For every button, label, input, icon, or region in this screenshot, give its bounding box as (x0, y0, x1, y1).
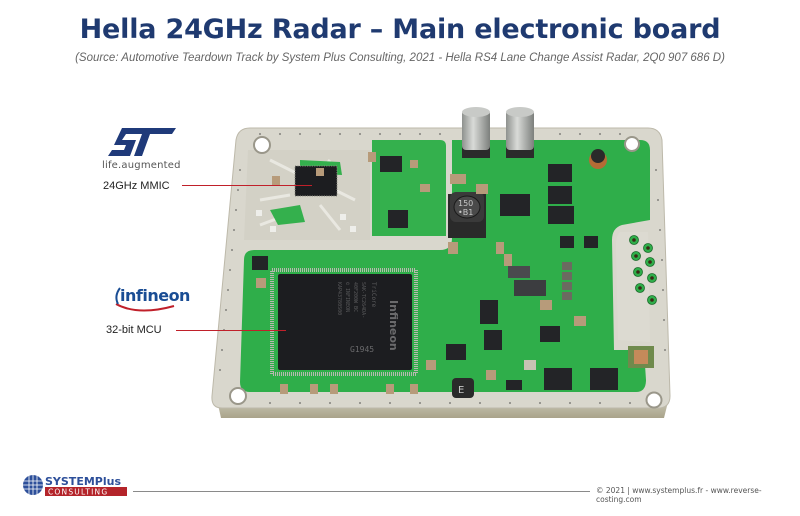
st-tagline: life.augmented (102, 160, 181, 171)
svg-text:150: 150 (458, 199, 473, 208)
svg-text:SAK-TC264DA-: SAK-TC264DA- (360, 282, 366, 318)
svg-text:E: E (458, 385, 464, 396)
passives (256, 152, 586, 394)
systemplus-logo: SYSTEMPlus CONSULTING (23, 475, 127, 497)
mcu-callout-line (176, 330, 286, 331)
svg-text:© INFINEON: © INFINEON (344, 282, 350, 312)
infineon-logo: infineon (120, 286, 190, 305)
footer-divider (133, 491, 590, 492)
svg-text:•B1: •B1 (458, 208, 473, 217)
mcu-brand-marking: Infineon (387, 300, 400, 351)
electrolytic-capacitors (462, 107, 534, 158)
svg-text:40F200W BC: 40F200W BC (352, 282, 358, 312)
small-inductor: E (452, 378, 474, 398)
svg-text:CONSULTING: CONSULTING (48, 488, 108, 497)
ics (252, 156, 618, 390)
mcu-chip: G1945 Infineon TriCore SAK-TC264DA- 40F2… (270, 268, 418, 376)
mmic-callout-line (182, 185, 312, 186)
footer-copyright: © 2021 | www.systemplus.fr - www.reverse… (596, 486, 762, 504)
mounting-holes (229, 136, 663, 409)
mcu-label: 32-bit MCU (106, 324, 162, 336)
svg-text:SYSTEMPlus: SYSTEMPlus (45, 475, 121, 488)
page-title: Hella 24GHz Radar – Main electronic boar… (79, 14, 721, 45)
edge-vias (219, 133, 666, 404)
infineon-logo-swoosh (115, 287, 175, 312)
mmic-label: 24GHz MMIC (103, 180, 170, 192)
source-subtitle: (Source: Automotive Teardown Track by Sy… (75, 52, 725, 64)
svg-text:TriCore: TriCore (370, 282, 377, 308)
mcu-date-code: G1945 (350, 345, 374, 354)
power-inductor: 150 •B1 (448, 192, 486, 238)
st-logo (108, 128, 176, 156)
svg-text:KAP43780S00: KAP43780S00 (336, 282, 342, 315)
